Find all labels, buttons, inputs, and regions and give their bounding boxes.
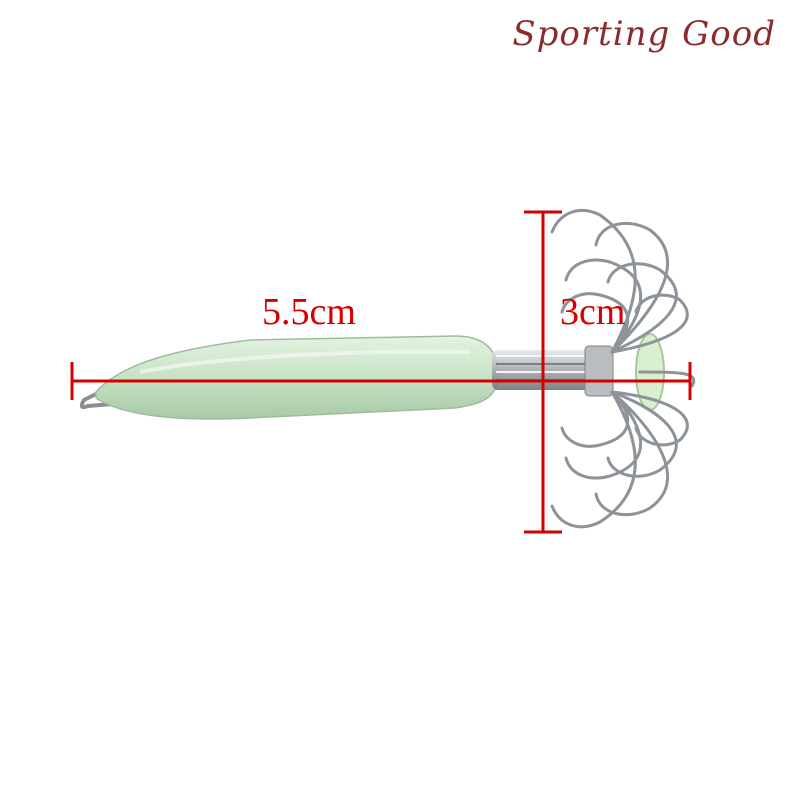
width-label: 3cm xyxy=(560,291,626,333)
width-measure-line xyxy=(524,210,562,534)
lure-body xyxy=(95,335,499,420)
hooks-lower xyxy=(550,370,696,529)
watermark-text: Sporting Good xyxy=(512,14,776,54)
nose-wire xyxy=(79,390,113,410)
length-label: 5.5cm xyxy=(262,291,356,333)
length-measure-line xyxy=(70,362,692,400)
hooks-upper xyxy=(550,209,689,354)
